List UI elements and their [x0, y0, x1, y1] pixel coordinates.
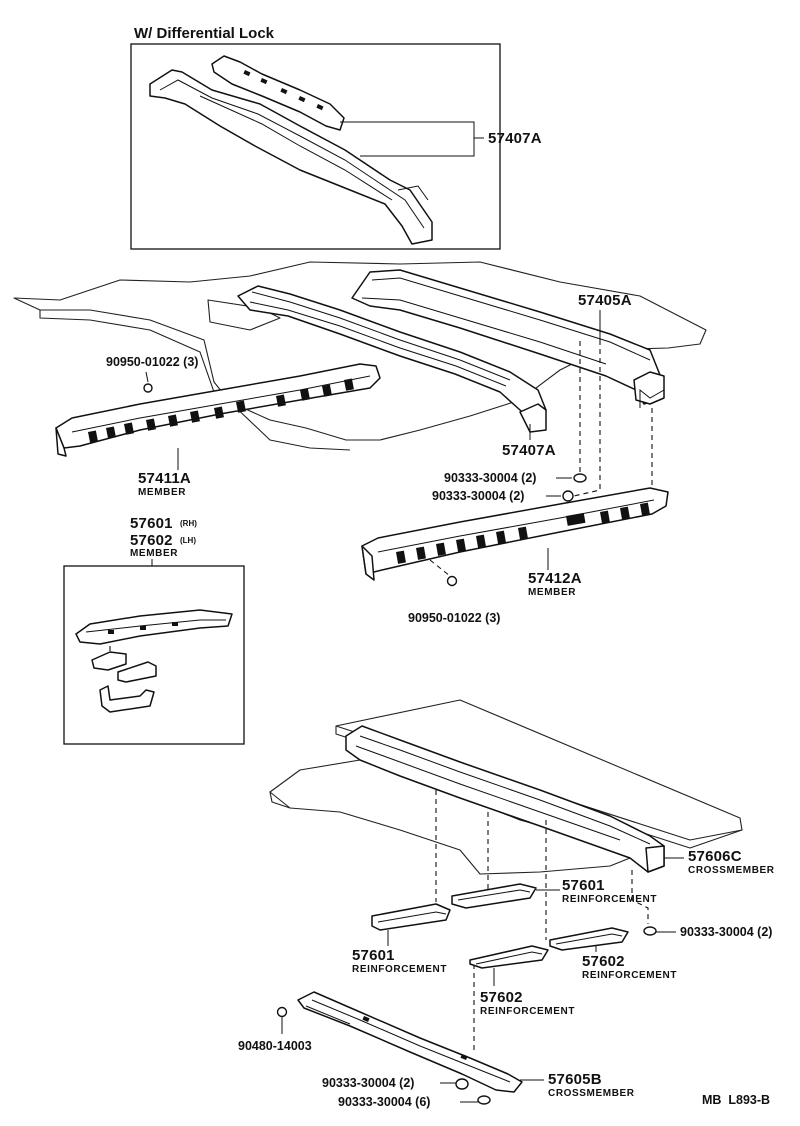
inset-member-57601-57602: 57601 (RH) 57602 (LH) MEMBER: [63, 515, 245, 745]
label-57601-lower-name: REINFORCEMENT: [352, 964, 447, 975]
member-57407a-drawing: [237, 285, 547, 433]
label-57602-mid-name: REINFORCEMENT: [480, 1006, 575, 1017]
label-90333-d: 90333-30004 (2): [322, 1076, 414, 1090]
label-57411a-name: MEMBER: [138, 487, 186, 498]
label-90333-e: 90333-30004 (6): [338, 1095, 430, 1109]
leader-90950-upper: [145, 371, 149, 383]
label-90333-a: 90333-30004 (2): [444, 471, 536, 485]
label-57412a: 57412A: [528, 570, 582, 587]
label-57405a: 57405A: [578, 292, 632, 309]
reinforcement-57602-right-drawing: [549, 927, 629, 951]
label-90333-c: 90333-30004 (2): [680, 925, 772, 939]
reinforcement-57601-lower-drawing: [371, 903, 451, 931]
label-inset-57602: 57602: [130, 532, 173, 549]
inset-differential-lock: W/ Differential Lock 57407A: [130, 25, 542, 250]
crossmember-57605b-drawing: [297, 991, 523, 1093]
label-57606c: 57606C: [688, 848, 742, 865]
label-90950-lower: 90950-01022 (3): [408, 611, 500, 625]
label-57602-mid: 57602: [480, 989, 523, 1006]
label-90950-upper: 90950-01022 (3): [106, 355, 198, 369]
plug-90333-d: [455, 1078, 469, 1090]
member-57405a-drawing: [351, 269, 665, 408]
reinforcement-57601-upper-drawing: [451, 883, 537, 909]
crossmember-57606c-drawing: [345, 725, 665, 873]
label-57605b-name: CROSSMEMBER: [548, 1088, 635, 1099]
plug-90333-e: [477, 1095, 491, 1105]
label-57407a: 57407A: [502, 442, 556, 459]
member-57411a-drawing: [55, 363, 381, 457]
label-57601-lower: 57601: [352, 947, 395, 964]
member-57407a-inset-drawing: [149, 55, 433, 245]
label-inset-lh: (LH): [180, 536, 196, 545]
plug-90333-b: [562, 490, 574, 502]
label-57606c-name: CROSSMEMBER: [688, 865, 775, 876]
inset-frame: [130, 43, 501, 250]
label-inset-57601: 57601: [130, 515, 173, 532]
inset-left-frame: [63, 565, 245, 745]
diagram-code: MB L893-B: [702, 1093, 770, 1107]
floor-panel-outline: [13, 261, 707, 451]
label-inset-rh: (RH): [180, 519, 197, 528]
label-57602-right: 57602: [582, 953, 625, 970]
label-57601-upper: 57601: [562, 877, 605, 894]
clip-90480: [276, 1006, 288, 1018]
plug-90333-c: [643, 926, 657, 936]
leader-57407a-inset: [340, 121, 475, 157]
label-57605b: 57605B: [548, 1071, 602, 1088]
label-57411a: 57411A: [138, 470, 191, 487]
label-90333-b: 90333-30004 (2): [432, 489, 524, 503]
member-57412a-drawing: [361, 487, 669, 581]
reinforcement-57602-mid-drawing: [469, 945, 549, 969]
label-57601-upper-name: REINFORCEMENT: [562, 894, 657, 905]
label-57412a-name: MEMBER: [528, 587, 576, 598]
inset-title: W/ Differential Lock: [134, 25, 275, 42]
label-inset-name: MEMBER: [130, 548, 178, 559]
plug-90333-a: [573, 473, 587, 483]
label-57407a-inset: 57407A: [488, 130, 542, 147]
label-90480: 90480-14003: [238, 1039, 312, 1053]
bolt-90950-lower: [446, 575, 458, 587]
label-57602-right-name: REINFORCEMENT: [582, 970, 677, 981]
